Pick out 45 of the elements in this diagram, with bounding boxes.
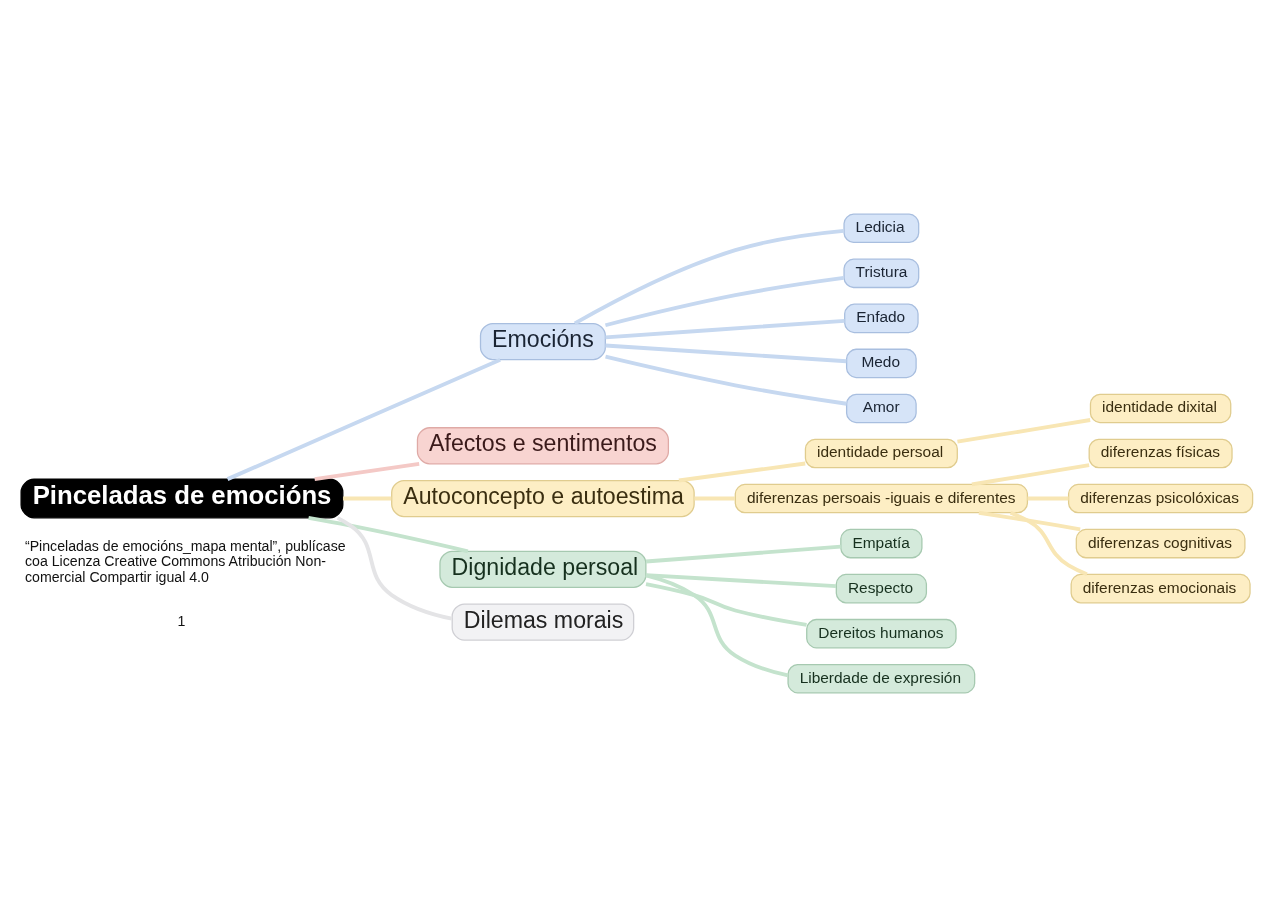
node-box: Dilemas morais [451,602,635,641]
connector [314,461,420,481]
node-box: Pinceladas de emocións [20,478,344,518]
connector [971,462,1090,486]
connector [645,581,807,627]
node-box: diferenzas físicas [1088,438,1233,468]
connector [605,318,845,339]
node-box: Empatía [840,528,923,558]
connector [694,496,735,500]
node-box: Enfado [844,303,919,333]
node-box: Ledicia [843,213,920,243]
node-box: diferenzas emocionais [1070,573,1251,603]
connector [226,357,501,481]
node-box: Tristura [843,258,920,288]
node-box: identidade dixital [1089,393,1232,423]
node-box: Emocións [479,322,606,360]
connector [978,510,1081,531]
connector [605,343,847,363]
connector [1009,510,1088,576]
node-box: identidade persoal [804,438,958,468]
connector [645,572,837,588]
connector [604,275,844,327]
connector [605,354,847,406]
node-box: diferenzas persoais -iguais e diferentes [734,483,1029,513]
label: 1 [177,612,186,629]
connector [1027,496,1069,500]
node-box: Liberdade de expresión [787,663,976,693]
node-box: Dignidade persoal [439,550,647,588]
node-box: diferenzas psicolóxicas [1067,483,1254,513]
node-box: Dereitos humanos [806,618,957,648]
node-box: diferenzas cognitivas [1075,528,1246,558]
connector [343,496,392,500]
label: “Pinceladas de emocións_mapa mental”, publícase coa Licenza Creative Commons Atribución Non-comercial Compartir igual 4.0 [24,537,346,585]
connector [336,515,453,620]
connector [573,228,844,325]
node-box: Respecto [835,573,928,603]
node-box: Autoconcepto e autoestima [391,479,695,517]
node-box: Afectos e sentimentos [416,426,670,464]
connector [678,461,806,482]
connector [645,573,789,677]
node-box: Amor [845,393,917,423]
connector [308,515,469,553]
node-box: Medo [845,348,917,378]
connector [957,417,1091,444]
connector [645,544,841,563]
